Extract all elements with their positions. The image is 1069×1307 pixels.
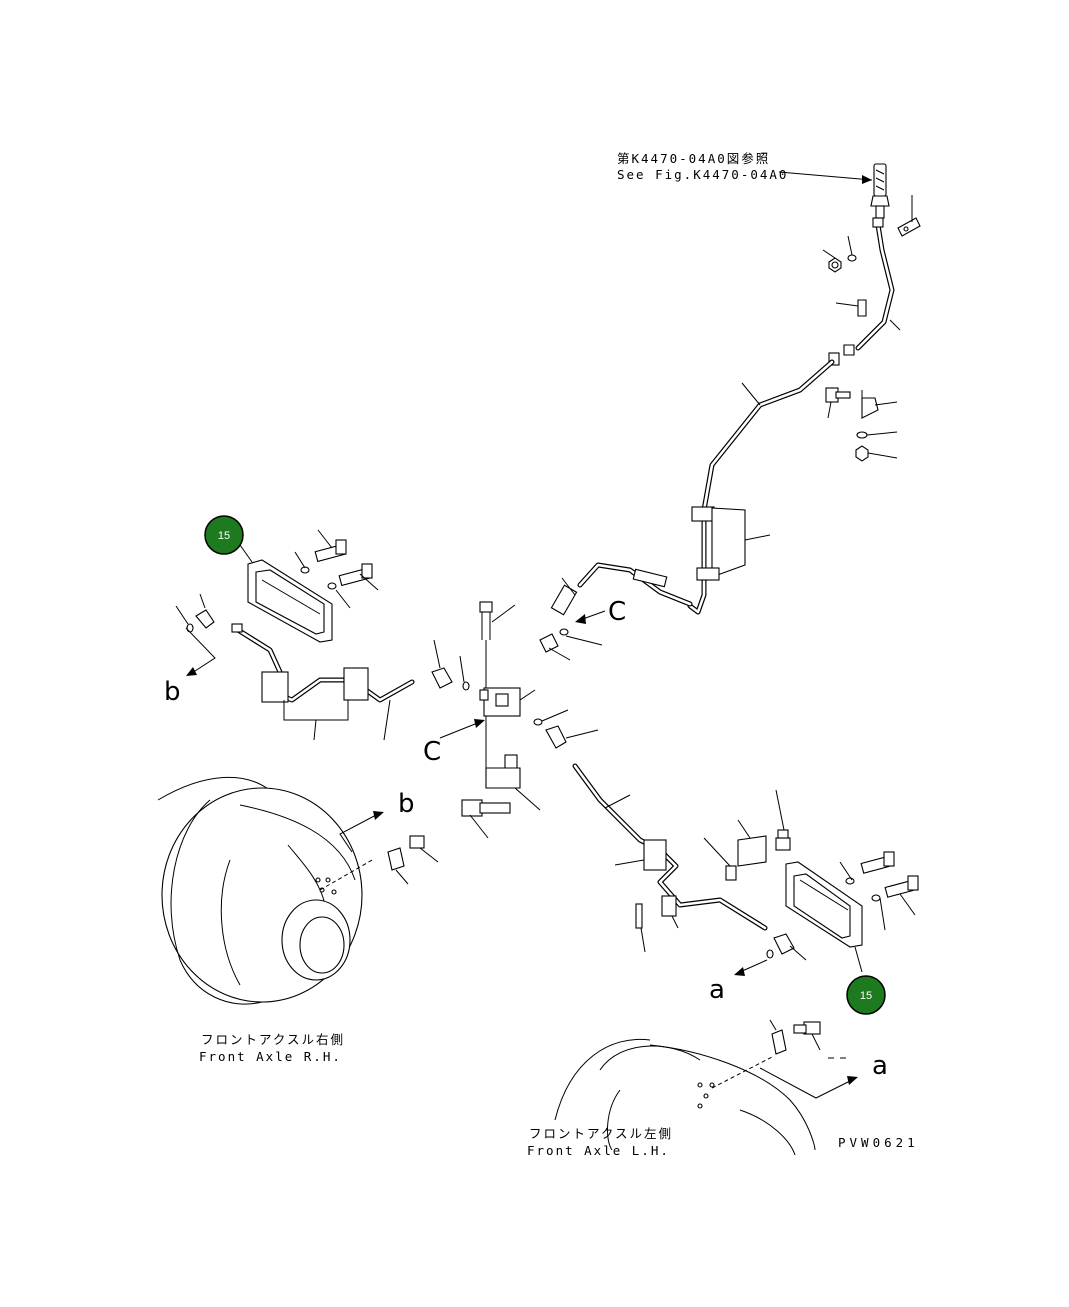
front-axle-lh-wheel [554,1019,846,1156]
tube-clips [691,506,771,581]
part-badge-left[interactable]: 15 [204,515,244,555]
callout-a-lower-label: a [872,1051,888,1081]
lower-right-tube [614,789,807,961]
reference-label-jp: 第K4470-04A0図参照 [617,151,770,166]
callout-c-upper: C [575,597,626,627]
callout-b-lower: b [339,789,415,853]
reference-arrowhead [862,175,872,184]
left-brake-tube [175,593,470,741]
axle-lh-label-en: Front Axle L.H. [527,1143,670,1158]
badge-left-number: 15 [218,530,230,542]
guard-plate-left [239,529,379,643]
callout-a-lower: a [759,1051,888,1099]
reference-label-en: See Fig.K4470-04A0 [617,167,788,182]
callout-b-upper-label: b [164,677,181,707]
part-badge-right[interactable]: 15 [846,975,886,1015]
junction-block [461,601,569,839]
axle-lh-label-jp: フロントアクスル左側 [529,1126,673,1141]
callout-a-upper-label: a [709,975,725,1005]
callout-c-upper-label: C [608,597,626,627]
callout-c-lower: C [423,719,485,767]
callout-a-upper: a [709,959,768,1005]
badge-right-number: 15 [860,990,872,1002]
upper-brake-tube [855,217,895,351]
lower-hose [545,725,663,853]
middle-brake-tube [687,344,855,615]
drawing-code: PVW0621 [838,1135,919,1150]
center-hose [539,562,693,661]
reference-leader [778,171,873,181]
axle-rh-label-en: Front Axle R.H. [199,1049,342,1064]
callout-c-lower-label: C [423,737,441,767]
upper-clip-set [822,195,921,331]
guard-plate-right [785,851,919,973]
callout-b-lower-label: b [398,789,415,819]
axle-rh-label-jp: フロントアクスル右側 [201,1032,345,1047]
middle-hardware [825,387,898,462]
callout-b-upper: b [164,627,216,707]
front-axle-rh-wheel [157,776,439,1005]
upper-hose-assembly [870,163,890,219]
